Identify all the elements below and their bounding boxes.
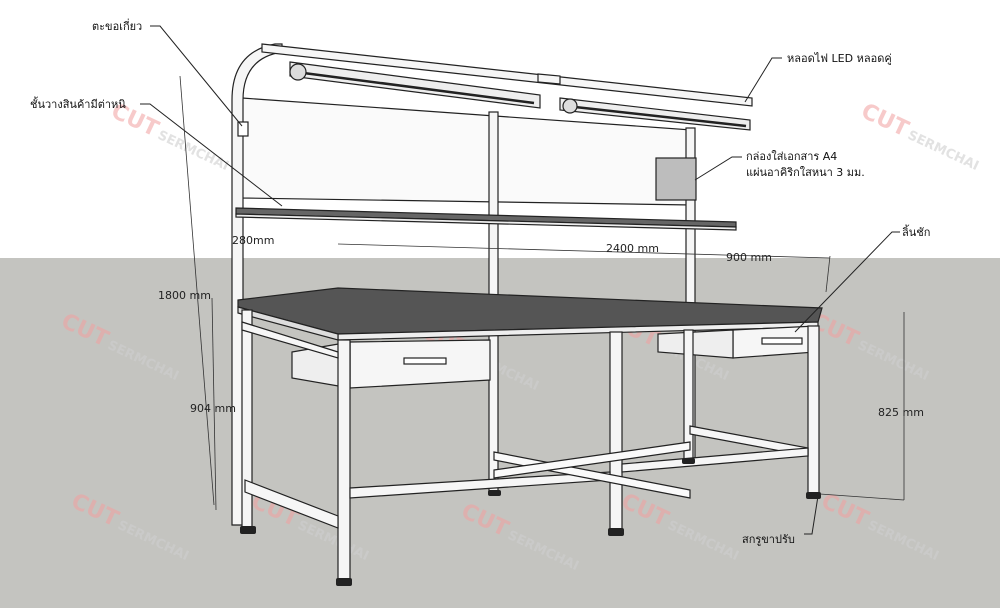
leg-front-left: [337, 339, 351, 581]
brace-left: [244, 479, 339, 529]
brace-center-2: [493, 441, 691, 479]
watermark-name: SERMCHAI: [155, 128, 231, 174]
top-rail: [261, 43, 753, 107]
leader-lines: [140, 25, 900, 535]
dim-right-height: 825 mm: [878, 406, 924, 419]
shelf-edge: [235, 213, 737, 231]
label-doc-box-2: แผ่นอาคิริกใสหนา 3 มม.: [746, 166, 865, 179]
right-drawer-side: [657, 329, 734, 359]
workbench: [231, 43, 823, 581]
top-rail-connector: [537, 73, 561, 85]
leg-front-middle: [609, 331, 623, 531]
dim-drawer-width: 900 mm: [726, 251, 772, 264]
left-drawer-handle: [403, 357, 447, 365]
label-hook: ตะขอเกี่ยว: [92, 18, 142, 33]
label-doc-box-1: กล่องใส่เอกสาร A4: [746, 150, 837, 163]
label-shelf: ชั้นวางสินค้ามีต่าหนิ: [30, 96, 126, 111]
led-lamp-right: [559, 97, 751, 131]
dim-width: 2400 mm: [606, 242, 659, 255]
led-lamp-left: [289, 61, 541, 109]
watermark-name: SERMCHAI: [905, 128, 981, 174]
hook: [237, 121, 249, 137]
brace-back-right: [621, 447, 809, 473]
brace-back: [241, 321, 339, 359]
label-feet: สกรูขาปรับ: [742, 533, 795, 546]
dim-shelf-depth: 280mm: [232, 234, 274, 247]
watermark-brand: CUT: [857, 99, 912, 142]
leg-back-right: [683, 329, 694, 461]
document-box: [655, 157, 697, 201]
label-led: หลอดไฟ LED หลอดคู่: [787, 52, 892, 65]
dim-total-height: 1800 mm: [158, 289, 211, 302]
label-drawer: ลิ้นชัก: [902, 224, 931, 239]
right-drawer-handle: [761, 337, 803, 345]
leg-back-left: [241, 309, 253, 531]
leg-front-right: [807, 325, 820, 497]
adjustable-feet: [240, 458, 821, 586]
dim-left-height: 904 mm: [190, 402, 236, 415]
dimension-lines: [179, 75, 905, 511]
